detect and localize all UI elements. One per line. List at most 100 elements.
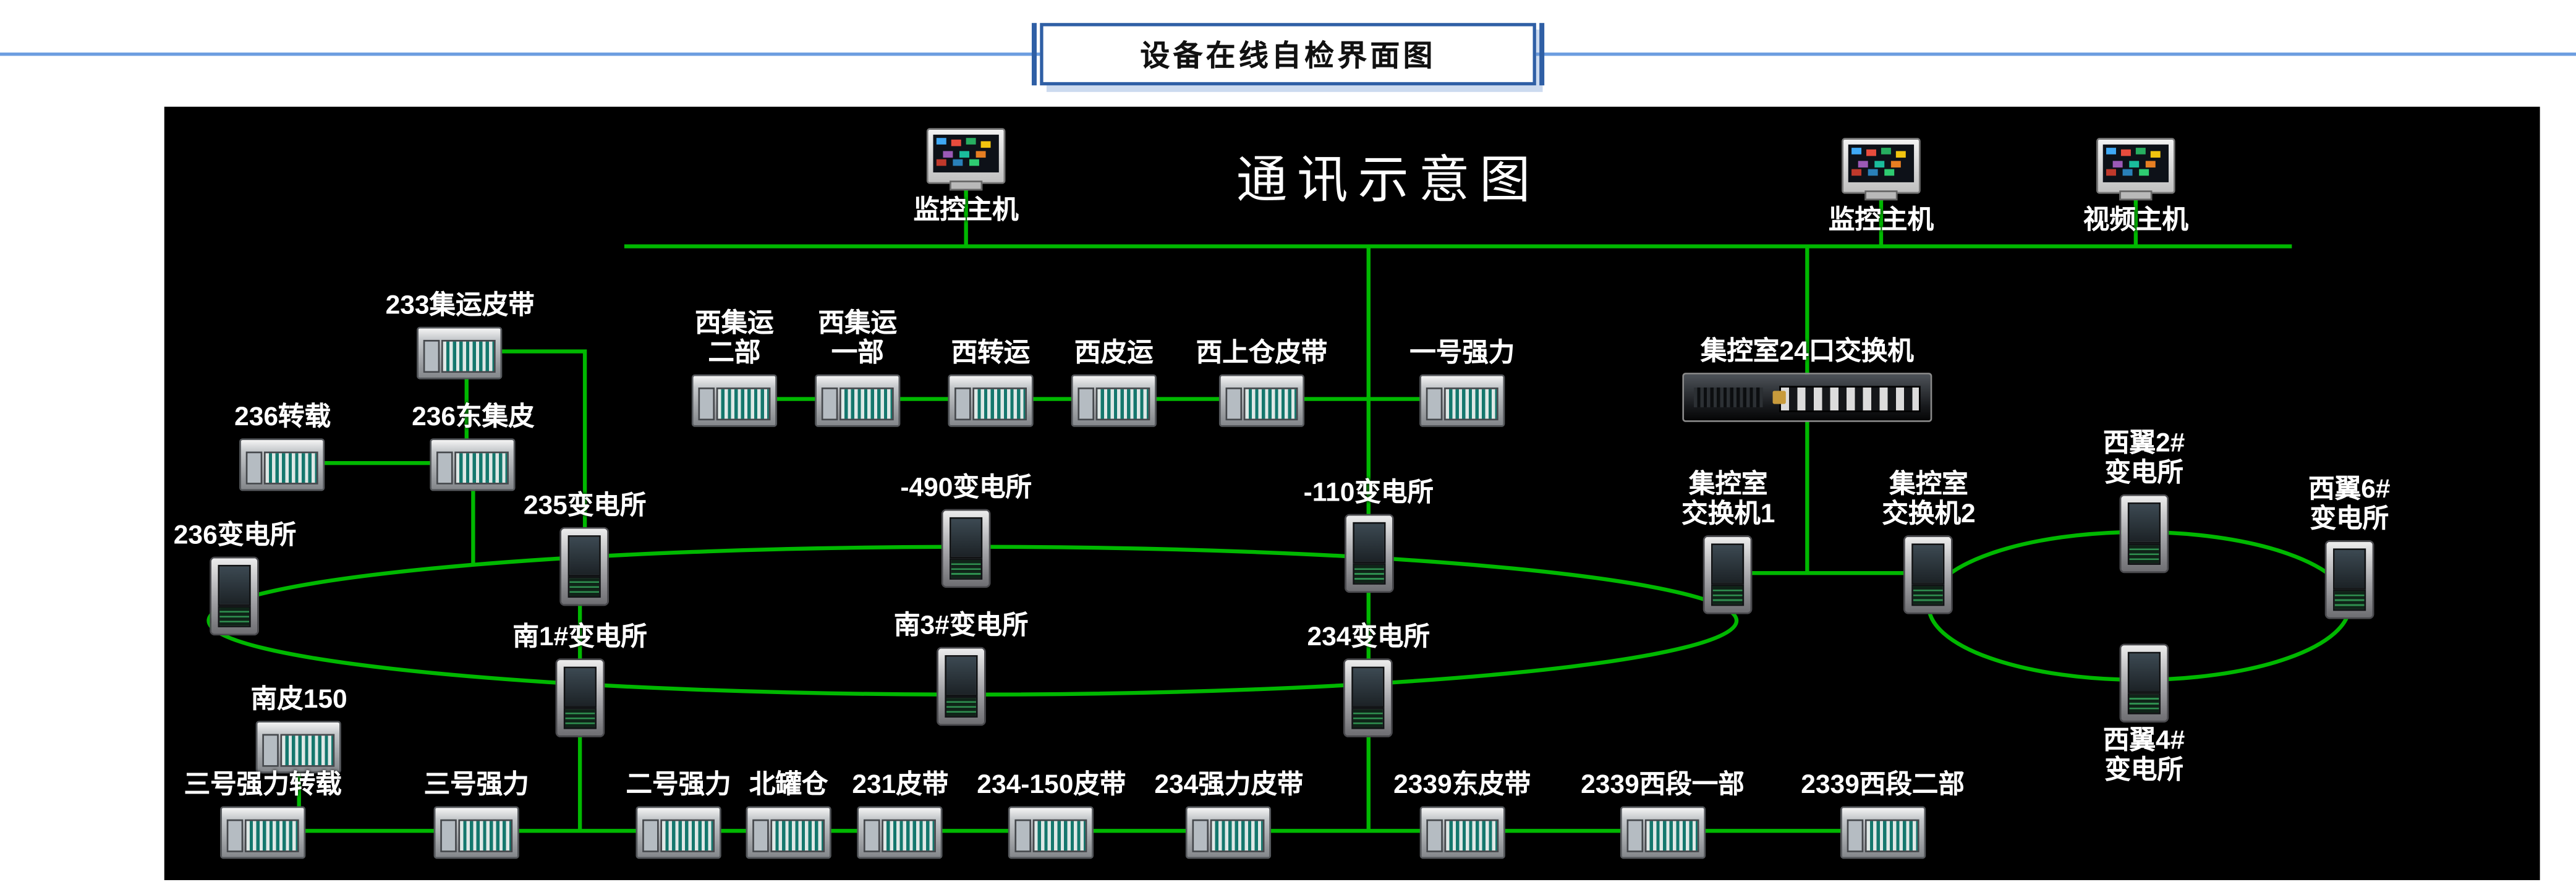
network-switch-icon bbox=[210, 556, 260, 636]
node-label: 北罐仓 bbox=[749, 771, 828, 800]
rack-switch-icon bbox=[1682, 373, 1932, 422]
node-label: 西转运 bbox=[951, 339, 1031, 368]
node-label: 一号强力 bbox=[1409, 339, 1515, 368]
node-belt-west-conveyor[interactable]: 西皮运 bbox=[1071, 340, 1157, 427]
plc-icon bbox=[430, 438, 516, 491]
node-label: 西翼2# 变电所 bbox=[2102, 430, 2185, 488]
node-control-room-switch-2[interactable]: 集控室 交换机2 bbox=[1882, 472, 1976, 614]
network-switch-icon bbox=[560, 527, 610, 606]
node-belt-2339-west-2[interactable]: 2339西段二部 bbox=[1801, 772, 1965, 859]
node-belt-231[interactable]: 231皮带 bbox=[852, 772, 948, 859]
node-belt-236-east[interactable]: 236东集皮 bbox=[412, 404, 535, 491]
node-rack-switch-24[interactable]: 集控室24口交换机 bbox=[1682, 338, 1932, 422]
node-belt-233[interactable]: 233集运皮带 bbox=[386, 292, 535, 379]
network-switch-icon bbox=[1343, 658, 1393, 737]
node-label: 西上仓皮带 bbox=[1196, 339, 1328, 368]
network-switch-icon bbox=[1703, 535, 1753, 614]
network-switch-icon bbox=[2119, 494, 2169, 574]
node-belt-no1-strong[interactable]: 一号强力 bbox=[1409, 340, 1515, 427]
node-label: 2339西段一部 bbox=[1581, 771, 1745, 800]
plc-icon bbox=[857, 806, 943, 859]
plc-icon bbox=[1840, 806, 1926, 859]
node-monitor-host-2[interactable]: 监控主机 bbox=[1829, 138, 1934, 236]
plc-icon bbox=[1419, 374, 1505, 427]
network-switch-icon bbox=[936, 646, 986, 726]
node-label: 236东集皮 bbox=[412, 404, 535, 432]
node-substation-236[interactable]: 236变电所 bbox=[173, 522, 297, 636]
node-label: 236变电所 bbox=[173, 522, 297, 551]
node-substation-110[interactable]: -110变电所 bbox=[1304, 480, 1434, 593]
node-label: 西翼4# 变电所 bbox=[2102, 727, 2185, 785]
node-substation-west-wing-2[interactable]: 西翼2# 变电所 bbox=[2102, 430, 2185, 574]
node-label: 2339西段二部 bbox=[1801, 771, 1965, 800]
node-belt-234-150[interactable]: 234-150皮带 bbox=[977, 772, 1126, 859]
plc-icon bbox=[1071, 374, 1157, 427]
node-belt-south-150[interactable]: 南皮150 bbox=[251, 687, 347, 774]
node-label: 三号强力转载 bbox=[184, 771, 342, 800]
plc-icon bbox=[948, 374, 1034, 427]
node-label: 三号强力 bbox=[423, 771, 529, 800]
node-substation-235[interactable]: 235变电所 bbox=[523, 493, 647, 606]
network-switch-icon bbox=[1904, 535, 1953, 614]
plc-icon bbox=[239, 438, 326, 491]
node-label: 集控室 交换机1 bbox=[1681, 471, 1775, 529]
node-substation-south-3[interactable]: 南3#变电所 bbox=[894, 612, 1028, 726]
plc-icon bbox=[1620, 806, 1706, 859]
node-substation-490[interactable]: -490变电所 bbox=[900, 475, 1032, 588]
plc-icon bbox=[433, 806, 519, 859]
page-title-box[interactable]: 设备在线自检界面图 bbox=[1031, 23, 1545, 86]
network-switch-icon bbox=[2119, 643, 2169, 723]
node-substation-west-wing-6[interactable]: 西翼6# 变电所 bbox=[2308, 476, 2391, 619]
node-label: 集控室24口交换机 bbox=[1700, 338, 1914, 367]
node-substation-west-wing-4[interactable]: 西翼4# 变电所 bbox=[2103, 643, 2185, 786]
node-belt-236-transfer[interactable]: 236转载 bbox=[234, 404, 331, 491]
node-label: 西集运 一部 bbox=[818, 310, 898, 368]
plc-icon bbox=[1218, 374, 1305, 427]
node-belt-west-collect-2[interactable]: 西集运 二部 bbox=[691, 310, 778, 427]
node-label: 南3#变电所 bbox=[893, 612, 1029, 641]
network-switch-icon bbox=[555, 658, 605, 737]
node-belt-north-tank[interactable]: 北罐仓 bbox=[746, 772, 831, 859]
node-label: 视频主机 bbox=[2083, 206, 2188, 235]
node-belt-234-strong[interactable]: 234强力皮带 bbox=[1154, 772, 1303, 859]
plc-icon bbox=[815, 374, 901, 427]
node-belt-west-collect-1[interactable]: 西集运 一部 bbox=[815, 310, 901, 427]
network-switch-icon bbox=[941, 509, 991, 588]
node-label: 二号强力 bbox=[626, 771, 731, 800]
node-belt-west-bunker[interactable]: 西上仓皮带 bbox=[1196, 339, 1328, 427]
node-label: 235变电所 bbox=[523, 493, 647, 521]
node-belt-no2-strong[interactable]: 二号强力 bbox=[626, 772, 731, 859]
node-label: -490变电所 bbox=[900, 474, 1032, 502]
node-belt-2339-west-1[interactable]: 2339西段一部 bbox=[1581, 772, 1745, 859]
node-video-host[interactable]: 视频主机 bbox=[2083, 138, 2188, 236]
monitor-icon bbox=[1842, 138, 1921, 194]
node-control-room-switch-1[interactable]: 集控室 交换机1 bbox=[1681, 472, 1775, 614]
node-label: 西集运 二部 bbox=[695, 310, 774, 368]
node-label: 监控主机 bbox=[1828, 206, 1934, 235]
node-label: -110变电所 bbox=[1303, 479, 1434, 507]
node-label: 231皮带 bbox=[852, 771, 949, 800]
node-belt-no3-strong-transfer[interactable]: 三号强力转载 bbox=[184, 772, 342, 859]
node-belt-2339-east[interactable]: 2339东皮带 bbox=[1393, 772, 1531, 859]
node-belt-no3-strong[interactable]: 三号强力 bbox=[424, 772, 529, 859]
plc-icon bbox=[1186, 806, 1272, 859]
node-label: 南1#变电所 bbox=[512, 624, 647, 652]
network-switch-icon bbox=[2324, 540, 2374, 619]
node-label: 236转载 bbox=[234, 404, 331, 432]
plc-icon bbox=[417, 326, 503, 379]
node-label: 234强力皮带 bbox=[1154, 771, 1304, 800]
plc-icon bbox=[691, 374, 778, 427]
page-title: 设备在线自检界面图 bbox=[1140, 39, 1436, 72]
node-substation-south-1[interactable]: 南1#变电所 bbox=[512, 624, 647, 737]
node-label: 南皮150 bbox=[250, 686, 347, 714]
plc-icon bbox=[1419, 806, 1505, 859]
node-belt-west-transfer[interactable]: 西转运 bbox=[948, 339, 1034, 427]
node-substation-234[interactable]: 234变电所 bbox=[1307, 624, 1430, 737]
plc-icon bbox=[635, 806, 721, 859]
monitor-icon bbox=[2096, 138, 2175, 194]
node-monitor-host-1[interactable]: 监控主机 bbox=[914, 128, 1019, 226]
plc-icon bbox=[1008, 806, 1094, 859]
